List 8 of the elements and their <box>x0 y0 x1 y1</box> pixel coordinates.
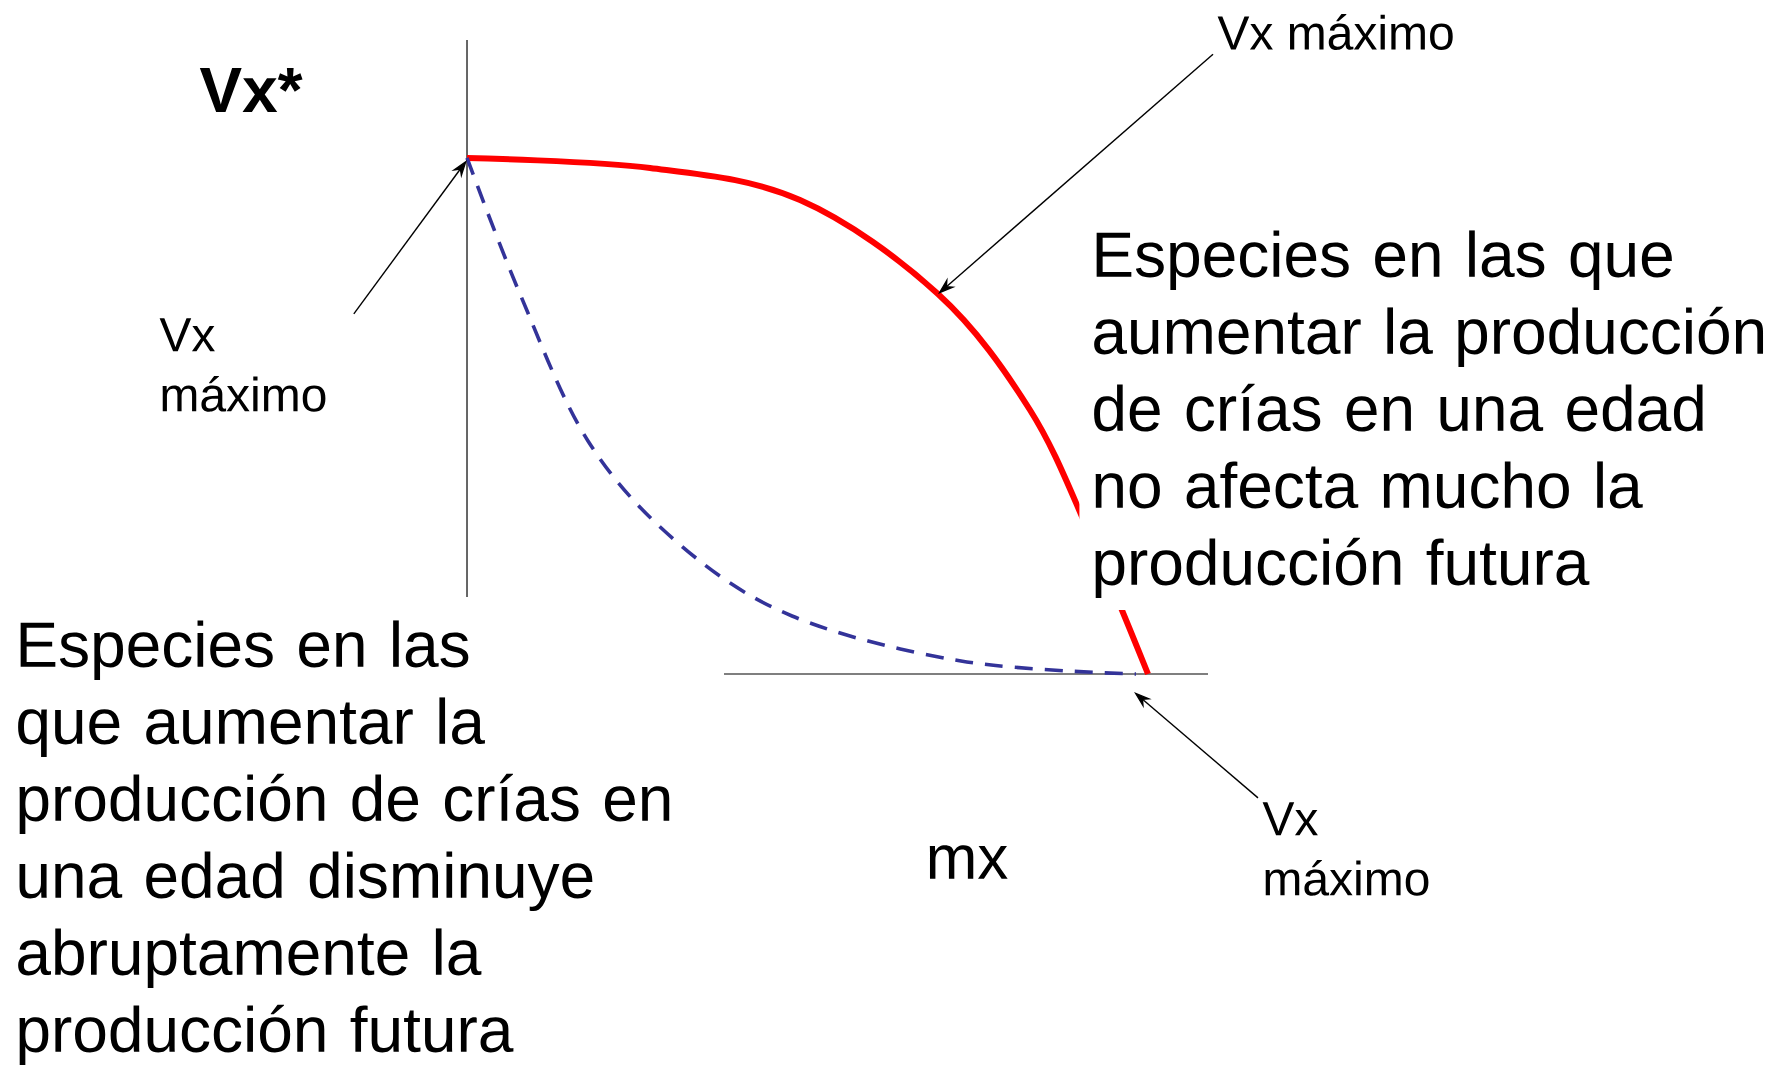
axis-label: mx <box>929 845 1008 879</box>
callout-text: Vx máximo <box>1217 14 1453 50</box>
leader-line <box>938 53 1214 294</box>
annotation-text: Especies en las que aumentar la producción de crías en una edad disminuye abruptamente la producción futura <box>18 620 670 1065</box>
callout-text: Vx máximo <box>159 318 326 412</box>
callout-text: Vx máximo <box>1262 802 1429 896</box>
annotation-text: Especies en las que aumentar la producción de crías en una edad no afecta mucho la producción futura <box>1079 218 1773 611</box>
axis-label: Vx* <box>199 68 303 112</box>
